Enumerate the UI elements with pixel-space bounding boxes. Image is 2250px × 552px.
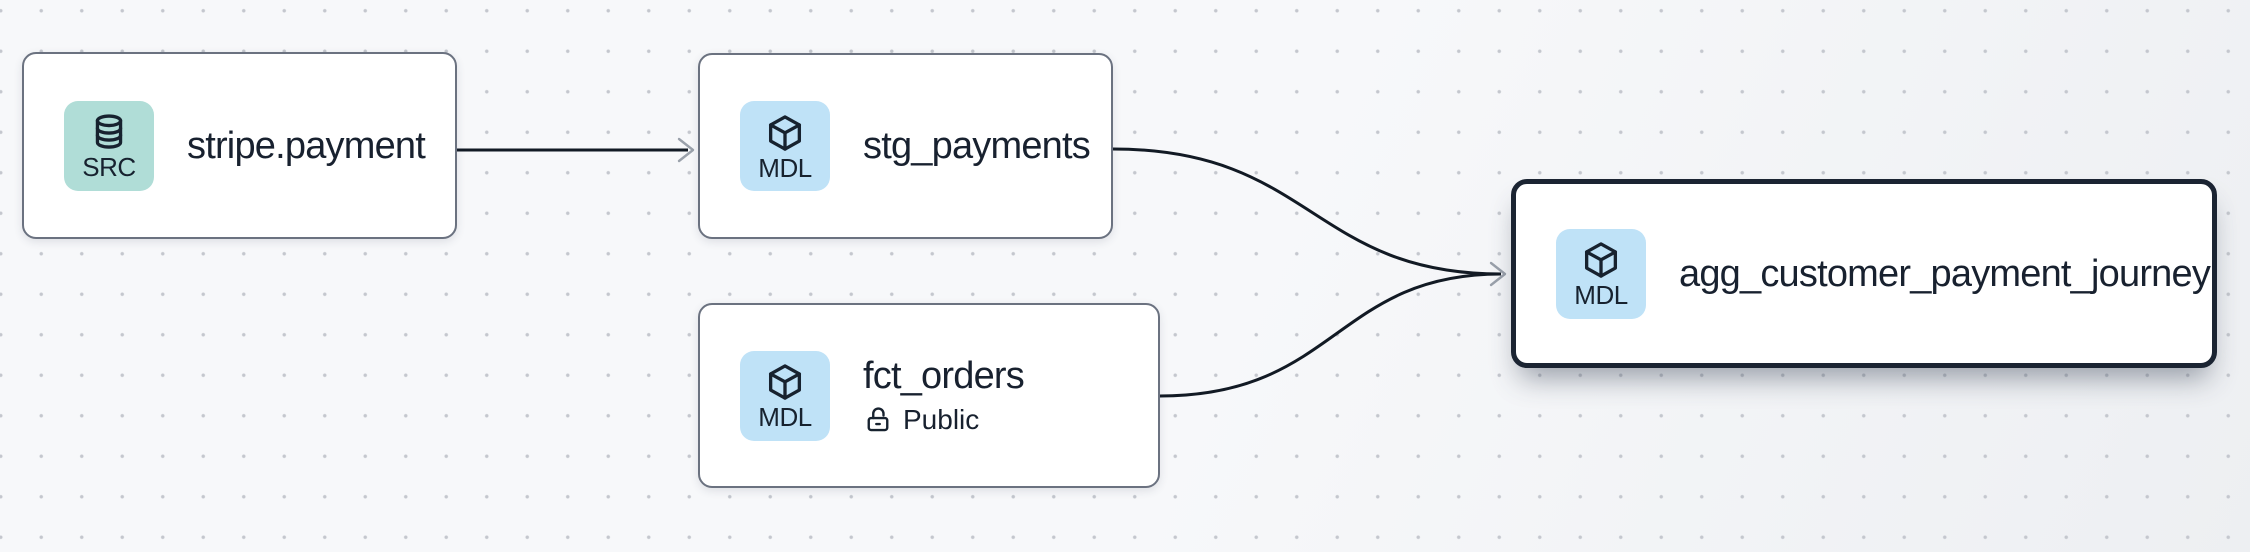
node-title: stg_payments — [863, 125, 1091, 167]
cube-icon — [768, 114, 802, 151]
node-stg-payments[interactable]: MDL stg_payments — [698, 53, 1113, 239]
node-title: stripe.payment — [187, 124, 426, 167]
node-fct-orders[interactable]: MDL fct_orders Public — [698, 303, 1160, 488]
visibility-row: Public — [863, 403, 1024, 437]
badge-label: MDL — [758, 152, 812, 183]
node-title: agg_customer_payment_journey — [1679, 252, 2211, 295]
model-type-badge: MDL — [740, 101, 830, 191]
edge-stg-payments-to-agg-customer-payment-journey[interactable] — [1112, 147, 1502, 276]
badge-label: MDL — [1574, 280, 1628, 310]
edge-fct-orders-to-agg-customer-payment-journey[interactable] — [1159, 272, 1502, 398]
badge-label: SRC — [82, 152, 136, 182]
model-type-badge: MDL — [740, 350, 830, 441]
database-icon — [95, 114, 123, 149]
arrowhead-icon — [677, 137, 695, 163]
lock-open-icon — [867, 407, 889, 432]
arrowhead-icon — [1489, 261, 1507, 287]
badge-label: MDL — [758, 402, 812, 432]
model-type-badge: MDL — [1556, 228, 1646, 319]
cube-icon — [1584, 242, 1618, 278]
visibility-label: Public — [903, 404, 980, 435]
node-stripe-payment[interactable]: SRC stripe.payment — [22, 52, 457, 239]
node-title: fct_orders — [863, 355, 1025, 397]
node-agg-customer-payment-journey[interactable]: MDL agg_customer_payment_journey — [1511, 179, 2217, 368]
source-type-badge: SRC — [64, 100, 154, 191]
cube-icon — [768, 364, 802, 400]
